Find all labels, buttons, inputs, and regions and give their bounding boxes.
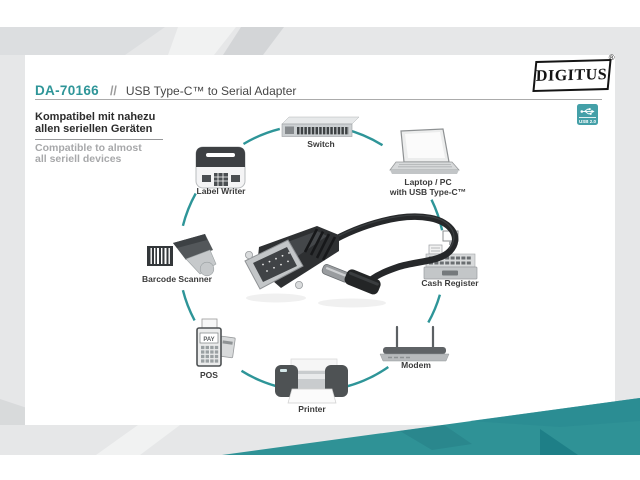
laptop-label-line1: Laptop / PC (404, 177, 452, 187)
label-writer-label: Label Writer (196, 186, 246, 196)
printer-label: Printer (298, 404, 326, 414)
pos-label: POS (200, 370, 218, 380)
product-model: DA-70166 (35, 83, 99, 98)
usb2-badge: USB 2.0 (577, 104, 598, 125)
laptop-icon (389, 128, 460, 174)
barcode-scanner-label: Barcode Scanner (142, 274, 212, 284)
cash-register-icon (423, 230, 478, 280)
switch-icon (281, 116, 360, 137)
top-band-shade (0, 27, 165, 55)
digitus-logo-text: DIGITUS (536, 65, 608, 85)
product-header: DA-70166 // USB Type-C™ to Serial Adapte… (35, 83, 296, 98)
registered-trademark: ® (608, 52, 615, 63)
usb2-badge-label: USB 2.0 (579, 117, 597, 124)
adapter-cable (322, 213, 459, 282)
top-band-dark-chevron (223, 27, 284, 55)
claim-de-line2: allen seriellen Geräten (35, 122, 153, 135)
adapter-product-image (244, 213, 459, 308)
top-band-light-chevron (168, 27, 236, 55)
teal-facet-dark (540, 429, 578, 455)
claim-divider (35, 138, 163, 140)
compatibility-claim: Kompatibel mit nahezu allen seriellen Ge… (35, 111, 163, 165)
claim-de-line1: Kompatibel mit nahezu (35, 111, 156, 123)
pos-display-text: PAY (203, 337, 214, 343)
modem-icon (379, 325, 450, 362)
pos-icon: PAY (196, 318, 236, 367)
usb-c-plug (321, 264, 381, 295)
usb-trident-icon (580, 108, 595, 115)
digitus-logo: DIGITUS ® (532, 53, 615, 92)
claim-en-line1: Compatible to almost (35, 142, 142, 154)
bottom-band-light-chevron (96, 425, 180, 455)
label-writer-icon (195, 146, 246, 189)
modem-label: Modem (401, 360, 431, 370)
cash-register-label: Cash Register (421, 278, 479, 288)
teal-facet-right (470, 398, 640, 427)
barcode-scanner-icon (147, 234, 217, 277)
laptop-label-line2: with USB Type-C™ (389, 187, 467, 197)
switch-label: Switch (307, 139, 335, 149)
printer-icon (275, 358, 348, 404)
laptop-label: Laptop / PC with USB Type-C™ (381, 177, 475, 197)
claim-en-line2: all seriell devices (35, 153, 122, 165)
product-title: USB Type-C™ to Serial Adapter (125, 84, 297, 98)
header-separator: // (109, 84, 117, 98)
teal-facet-mid (400, 425, 472, 450)
header-rule (35, 99, 602, 101)
